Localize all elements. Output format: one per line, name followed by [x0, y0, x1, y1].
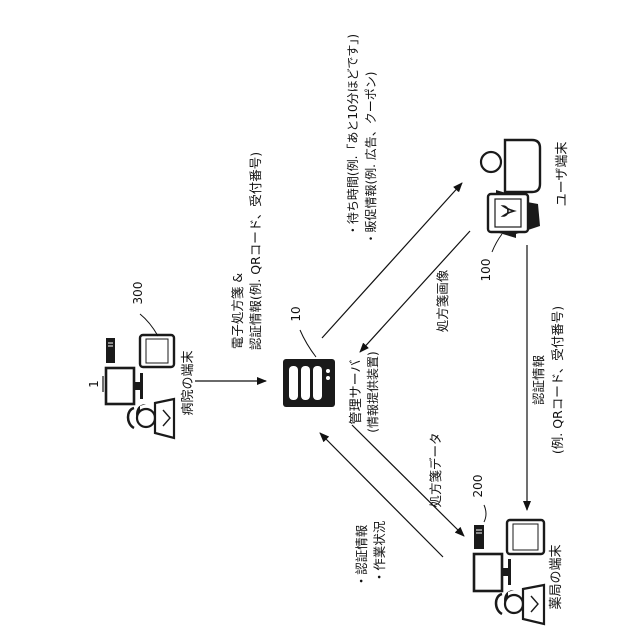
user-ref-number: 100	[479, 259, 493, 282]
flow-label-user-auth-example: (例. QRコード、受付番号)	[550, 306, 565, 454]
flow-label-prescription-image: 処方箋画像	[435, 269, 450, 332]
flow-label-prescription-data: 処方箋データ	[428, 432, 443, 507]
hospital-leader-line	[140, 314, 158, 336]
arrow-server-to-pharmacy	[352, 425, 464, 536]
flow-label-wait-time: ・待ち時間(例.「あと10分ほどです」)	[346, 34, 360, 236]
flow-label-auth-info: ・認証情報	[354, 524, 369, 587]
user-leader-line	[492, 234, 502, 252]
user-smartphone-icon	[488, 194, 528, 232]
pc-tower-icon	[106, 338, 115, 363]
flow-label-prescription-line2: 認証情報(例. QRコード、受付番号)	[248, 152, 263, 350]
pharmacy-terminal: 200 薬局の端末	[471, 475, 564, 624]
monitor-icon	[106, 368, 143, 404]
user-person-icon	[481, 140, 540, 192]
figure-number: 1	[87, 380, 101, 388]
server-leader-line	[300, 330, 316, 357]
server-ref-number: 10	[289, 306, 303, 321]
hospital-terminal: 300 病院の端末	[106, 282, 196, 438]
hospital-label: 病院の端末	[181, 350, 196, 415]
pharmacy-label: 薬局の端末	[549, 544, 564, 609]
user-label: ユーザ端末	[555, 142, 570, 207]
user-terminal: 100 ユーザ端末	[479, 140, 570, 281]
arrow-user-to-server	[360, 231, 470, 352]
flow-label-promotion: ・販促情報(例. 広告、クーポン)	[364, 72, 378, 245]
figure-number-group: 1	[87, 376, 103, 392]
flow-label-prescription-line1: 電子処方箋 &	[230, 273, 245, 349]
server-label: 管理サーバ	[349, 360, 364, 425]
server-icon	[283, 359, 335, 407]
pharmacy-pc-tower-icon	[474, 525, 484, 549]
server-sublabel: (情報提供装置)	[365, 351, 380, 432]
pharmacy-ref-number: 200	[471, 475, 485, 498]
pharmacy-leader-line	[484, 505, 486, 522]
management-server: 10 管理サーバ (情報提供装置)	[283, 306, 380, 432]
hospital-ref-number: 300	[131, 282, 145, 305]
pharmacy-smartphone-icon	[507, 520, 544, 554]
pharmacy-monitor-icon	[474, 554, 511, 591]
flow-label-user-auth-info: 認証情報	[531, 355, 546, 406]
smartphone-icon	[140, 335, 174, 367]
flow-label-work-status: ・作業状況	[372, 520, 387, 583]
